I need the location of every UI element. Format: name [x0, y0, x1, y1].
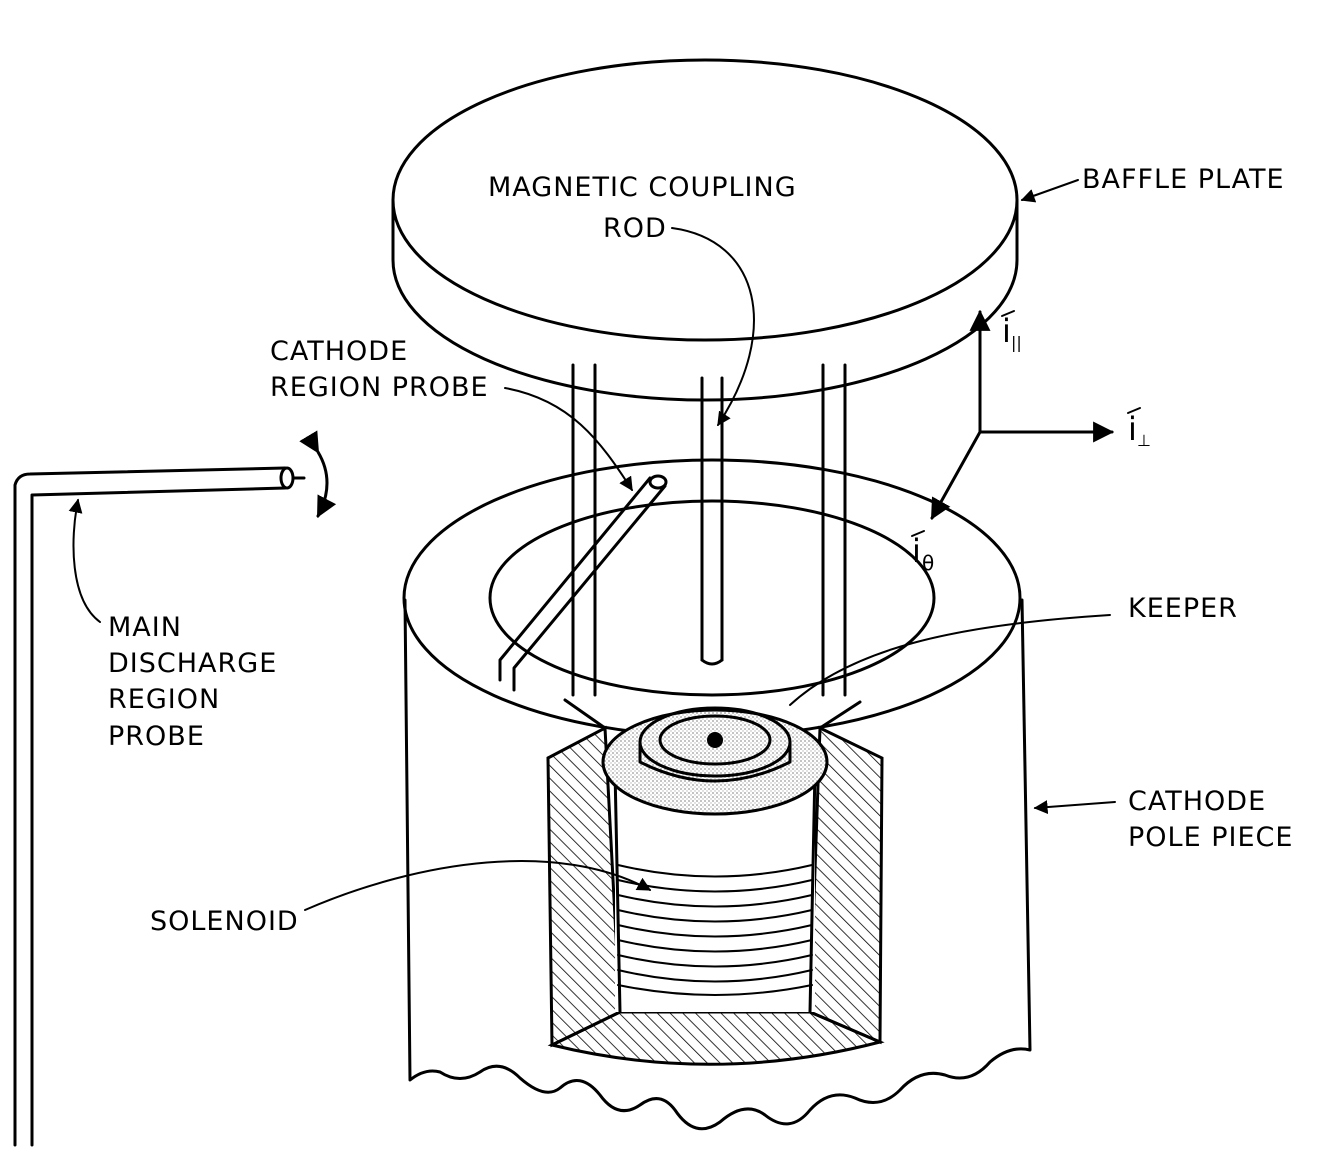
label-pole-piece-2: POLE PIECE: [1128, 822, 1293, 853]
axis-perp-label: i ⊥: [1127, 407, 1151, 450]
label-main-probe-1: MAIN: [108, 612, 182, 643]
label-solenoid: SOLENOID: [150, 906, 299, 937]
main-discharge-region-probe: [13, 430, 337, 1147]
label-rod: ROD: [603, 213, 667, 244]
label-pole-piece-1: CATHODE: [1128, 786, 1266, 817]
label-main-probe-2: DISCHARGE: [108, 648, 277, 679]
support-rods: [571, 363, 847, 697]
cutaway-section: [546, 698, 885, 1066]
leader-lines: [68, 179, 1116, 911]
axis-theta-label: i θ: [911, 530, 934, 575]
magnetic-coupling-rod: [700, 376, 724, 666]
axis-theta-subscript: θ: [922, 551, 934, 575]
label-main-probe-3: REGION: [108, 684, 220, 715]
label-cathode-probe-2: REGION PROBE: [270, 372, 489, 403]
label-keeper: KEEPER: [1128, 593, 1238, 624]
label-baffle-plate: BAFFLE PLATE: [1082, 164, 1285, 195]
coordinate-axes: [930, 309, 1115, 520]
label-magnetic-coupling: MAGNETIC COUPLING: [488, 172, 797, 203]
labels: MAGNETIC COUPLING ROD BAFFLE PLATE CATHO…: [108, 164, 1293, 937]
cathode-orifice: [707, 732, 723, 748]
axis-perp-symbol: i: [1128, 410, 1137, 448]
axis-theta-symbol: i: [912, 532, 921, 570]
axis-perp-subscript: ⊥: [1137, 431, 1151, 450]
axis-parallel-subscript: ||: [1011, 333, 1022, 352]
axis-parallel-label: i ||: [1001, 310, 1022, 352]
label-cathode-probe-1: CATHODE: [270, 336, 408, 367]
axis-parallel-symbol: i: [1002, 312, 1011, 350]
cathode-region-probe: [498, 474, 668, 692]
baffle-plate: [391, 58, 1019, 402]
keeper: [601, 706, 829, 816]
label-main-probe-4: PROBE: [108, 721, 205, 752]
